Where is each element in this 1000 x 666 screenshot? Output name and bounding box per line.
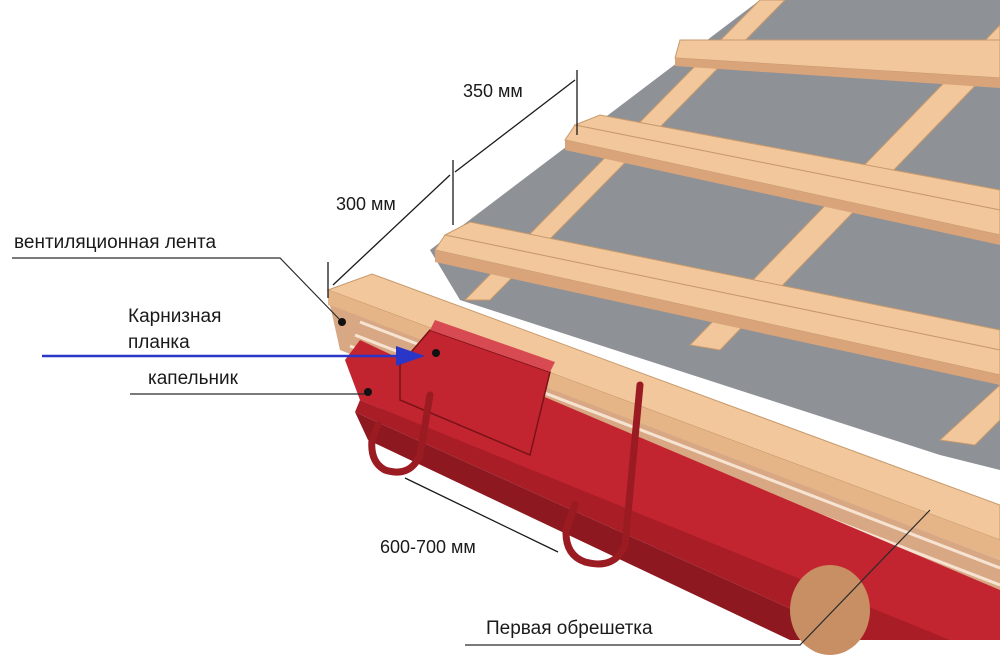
gutter-end-cap (790, 565, 870, 655)
rafter (938, 384, 1000, 446)
label-drip-edge: капельник (148, 368, 239, 389)
leader-vent-tape (12, 257, 343, 323)
dimension-350-label: 350 мм (463, 81, 523, 101)
leader-dot (364, 388, 372, 396)
dimension-300-label: 300 мм (336, 194, 396, 214)
gutter-hook (368, 391, 434, 476)
gutter-hook (562, 381, 644, 568)
label-eave-strip-line2: планка (128, 332, 190, 353)
eave-strip-arrow (42, 346, 425, 366)
batten-top (674, 39, 1000, 88)
dimension-600-700-label: 600-700 мм (380, 537, 476, 557)
eave-strip-plate (399, 320, 555, 457)
label-eave-strip-line1: Карнизная (128, 306, 221, 327)
batten-second (564, 114, 1000, 245)
label-first-batten: Первая обрешетка (486, 618, 653, 639)
label-vent-tape: вентиляционная лента (14, 232, 216, 253)
batten-third (434, 221, 1000, 385)
leader-dot (432, 349, 440, 357)
leader-first-batten (465, 509, 931, 646)
dimension-350 (452, 70, 578, 225)
leader-dot (338, 318, 346, 326)
dimension-600-700 (404, 477, 559, 553)
dimension-300 (327, 174, 451, 298)
